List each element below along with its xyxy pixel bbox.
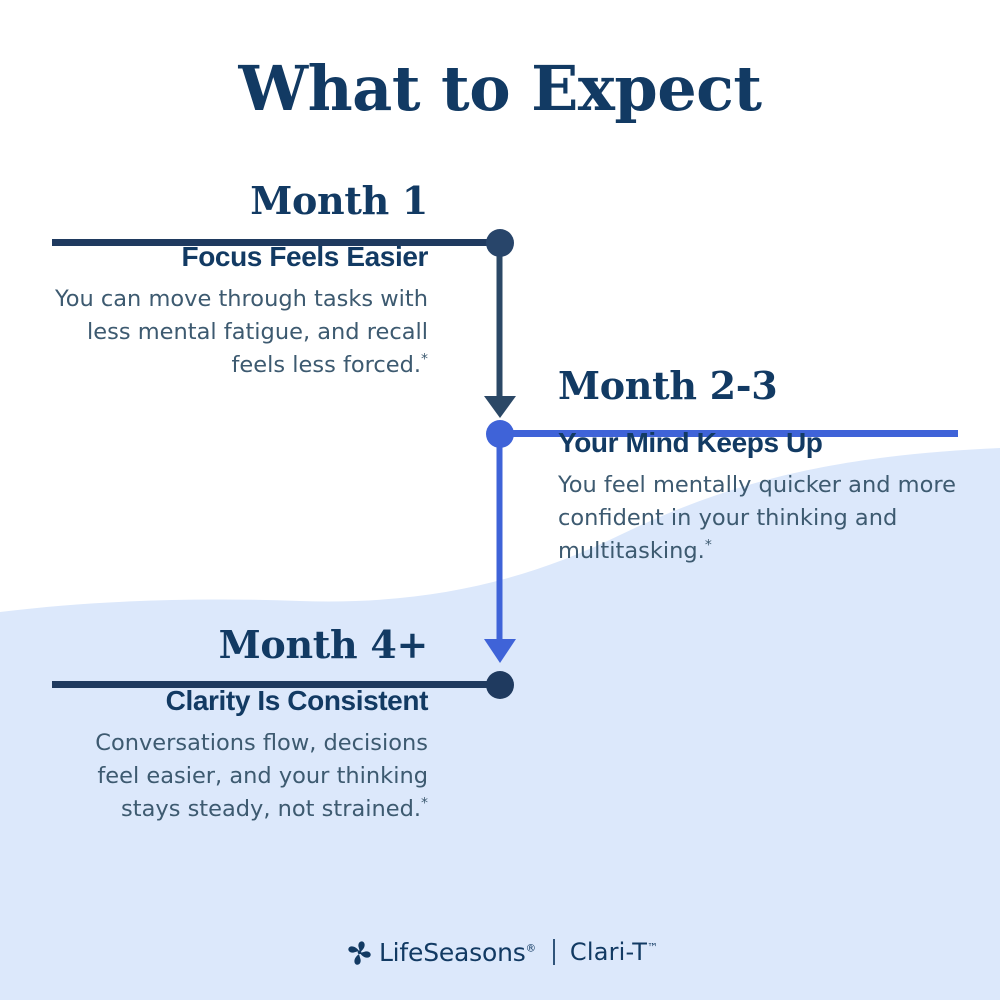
stage-month-label: Month 2-3 (558, 363, 778, 408)
stage-month-label: Month 4+ (218, 622, 429, 667)
stage-body-text: You can move through tasks with less men… (54, 285, 428, 379)
footer-product-text: Clari-T (569, 938, 648, 966)
month-2-3-node-dot (486, 420, 514, 448)
stage-footnote-marker: * (704, 537, 712, 554)
footer-divider (552, 939, 555, 965)
footer-brand-name: LifeSeasons® (379, 940, 536, 965)
page-title: What to Expect (238, 52, 762, 125)
timeline-stage-month-4-plus: Month 4+ Clarity Is Consistent Conversat… (52, 626, 428, 827)
stage-heading: Focus Feels Easier (181, 241, 429, 272)
month-2-3-rule (500, 430, 958, 437)
footer-branding: LifeSeasons® Clari-T™ (0, 930, 1000, 974)
footer-brand-text: LifeSeasons (378, 937, 526, 967)
month-4-node-dot (486, 671, 514, 699)
stage-footnote-marker: * (421, 795, 428, 812)
footer-product-name: Clari-T™ (570, 940, 658, 964)
trademark-icon: ™ (647, 941, 659, 954)
stage-body: You can move through tasks with less men… (52, 283, 428, 383)
stage-footnote-marker: * (421, 351, 428, 368)
stage-heading: Clarity Is Consistent (165, 685, 429, 716)
pinwheel-logo-icon (348, 941, 371, 965)
stage-body-text: Conversations flow, decisions feel easie… (95, 729, 428, 823)
connector-1-shaft (496, 243, 503, 399)
connector-2-shaft (496, 434, 503, 642)
stage-body: You feel mentally quicker and more confi… (558, 469, 958, 569)
timeline-stage-month-1: Month 1 Focus Feels Easier You can move … (52, 182, 428, 383)
month-4-rule (52, 681, 500, 688)
month-1-node-dot (486, 229, 514, 257)
registered-trademark-icon: ® (525, 942, 537, 955)
stage-heading: Your Mind Keeps Up (558, 427, 823, 458)
stage-body: Conversations flow, decisions feel easie… (52, 727, 428, 827)
stage-month-label: Month 1 (250, 178, 428, 223)
month-1-rule (52, 239, 500, 246)
stage-body-text: You feel mentally quicker and more confi… (558, 471, 956, 565)
timeline-stage-month-2-3: Month 2-3 Your Mind Keeps Up You feel me… (558, 367, 958, 569)
connector-1-arrowhead (484, 396, 516, 418)
connector-2-arrowhead (484, 639, 516, 663)
